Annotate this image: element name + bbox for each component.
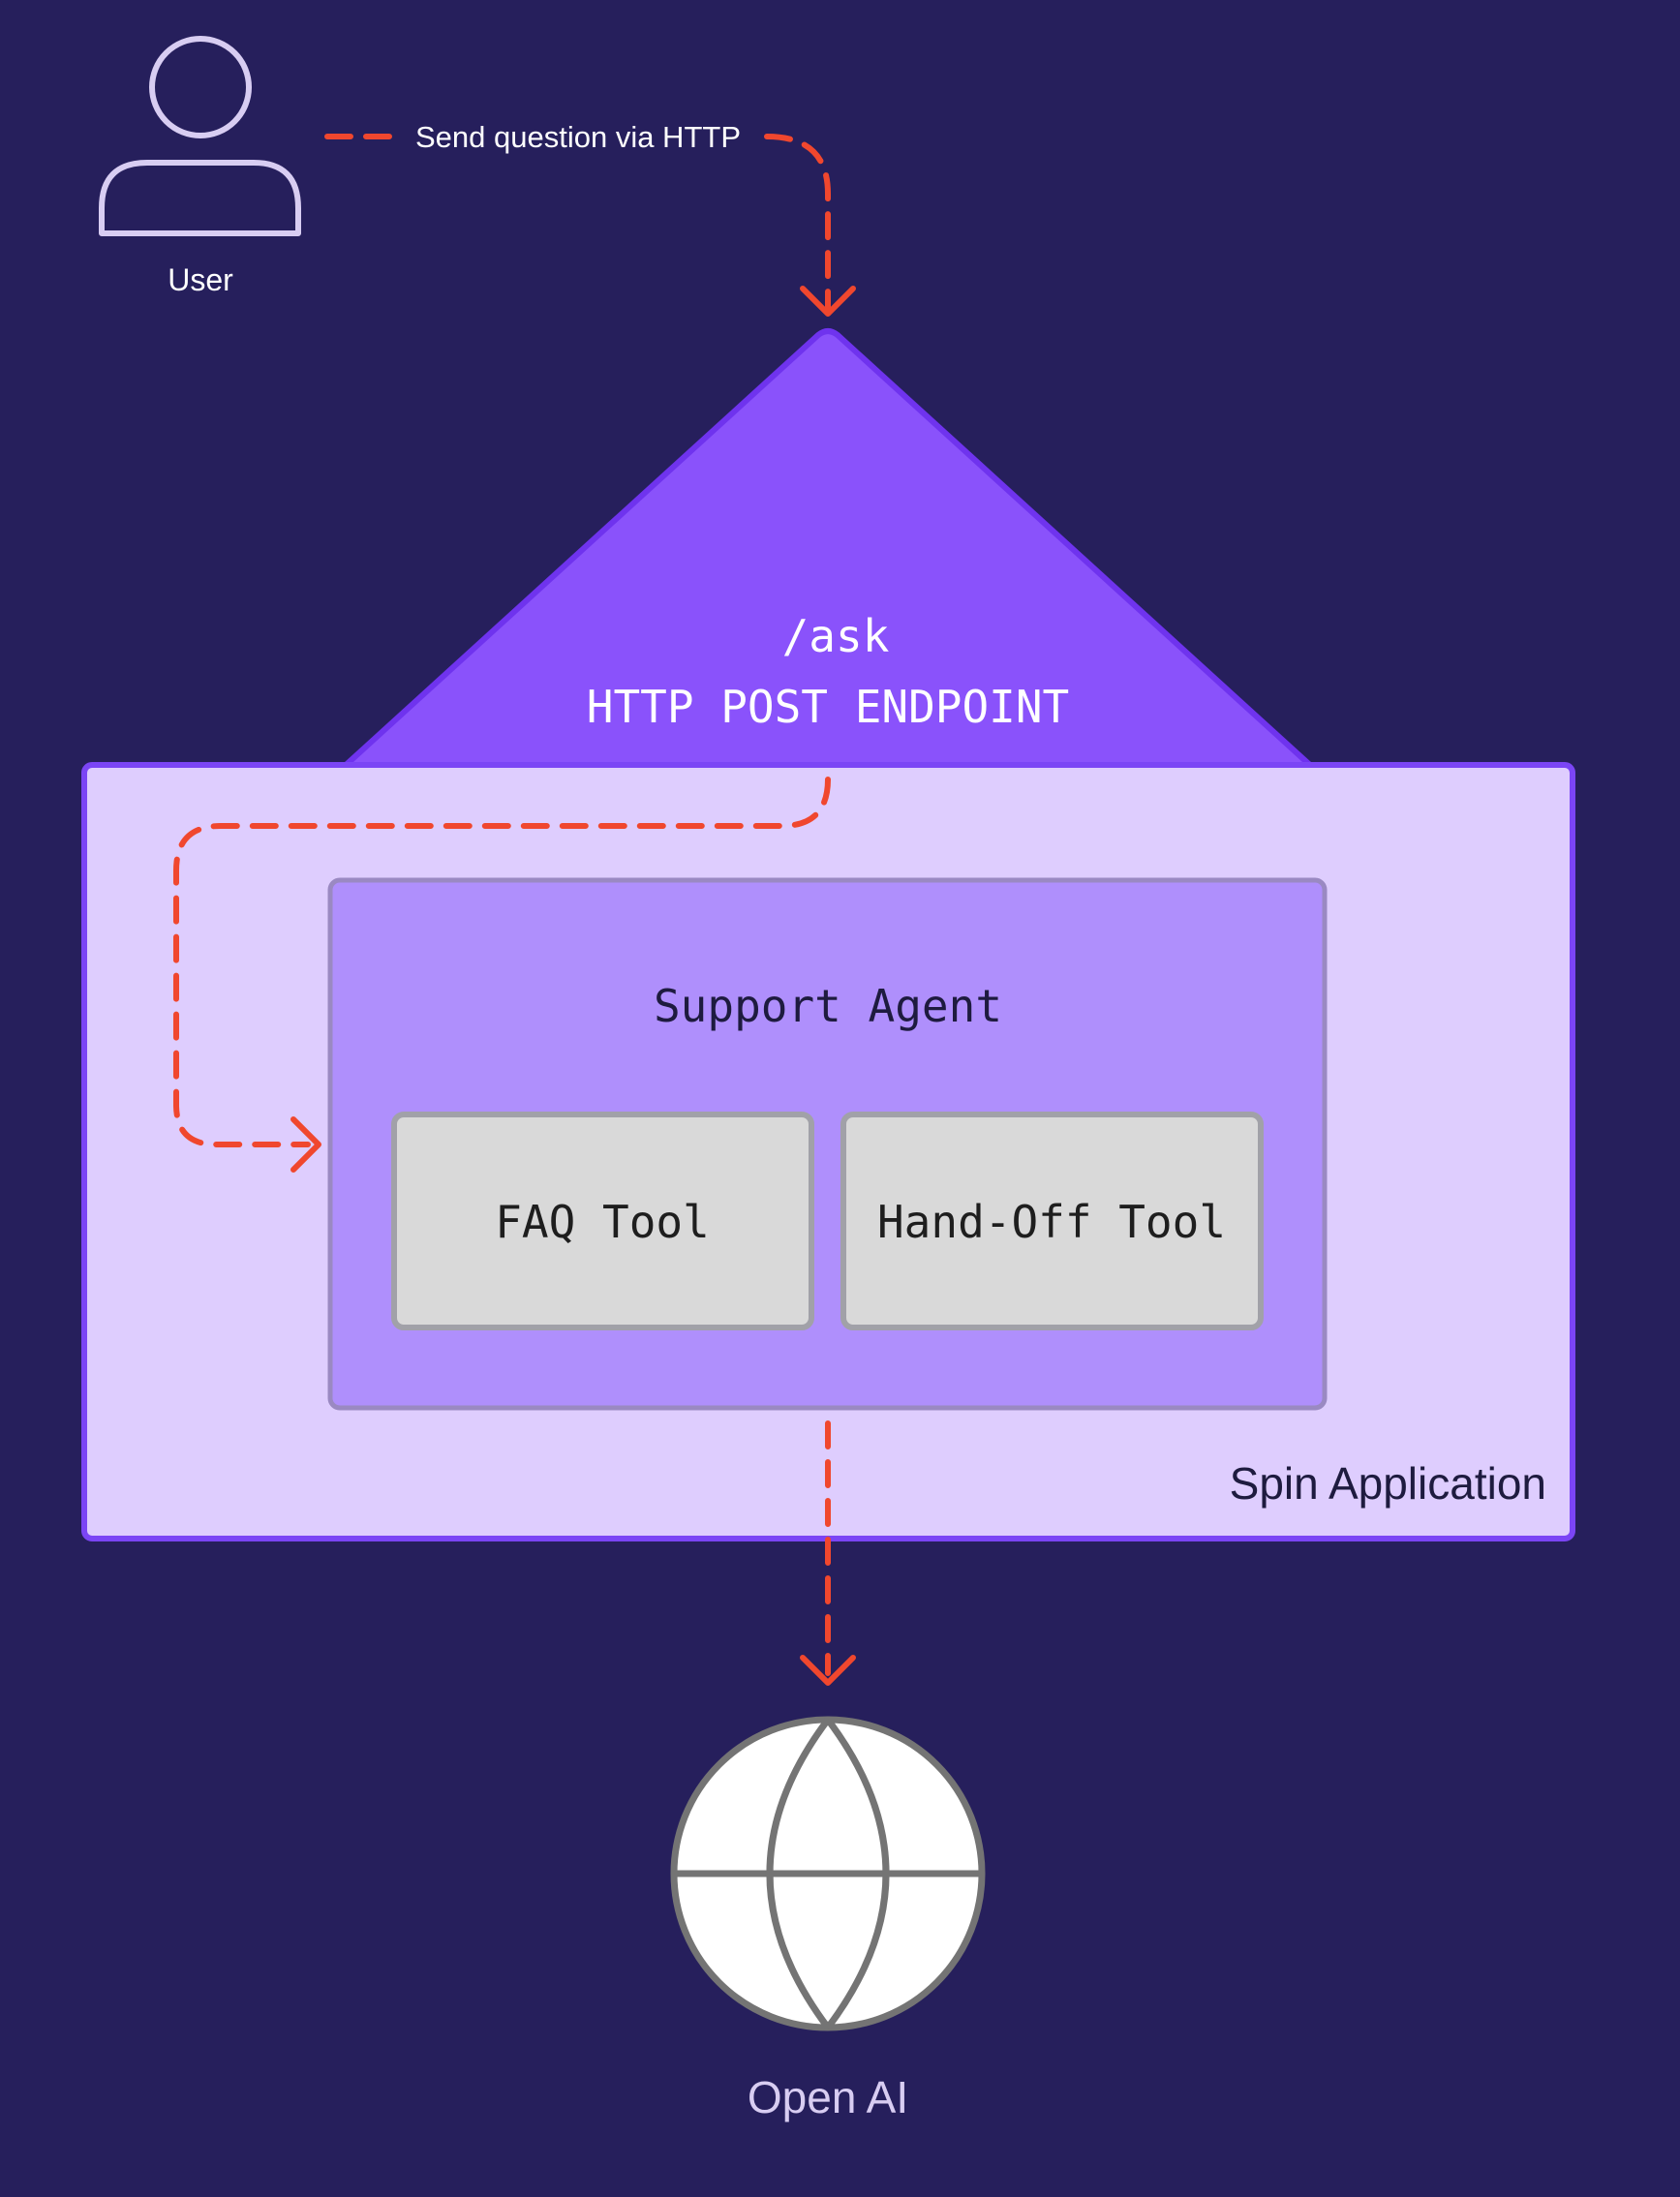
faq-tool: FAQ Tool (391, 1112, 814, 1330)
open-ai-label: Open AI (748, 2072, 908, 2122)
agent-to-openai-arrow (800, 1420, 856, 1686)
user-node: User (99, 36, 301, 297)
user-label: User (168, 262, 233, 297)
request-flow-arrow: Send question via HTTP (324, 120, 856, 317)
support-agent: Support Agent FAQ Tool Hand-Off Tool (327, 877, 1328, 1411)
faq-tool-label: FAQ Tool (495, 1196, 710, 1248)
http-endpoint: /ask HTTP POST ENDPOINT (341, 328, 1315, 770)
hand-off-tool: Hand-Off Tool (840, 1112, 1264, 1330)
endpoint-path: /ask (782, 610, 890, 662)
hand-off-tool-label: Hand-Off Tool (877, 1196, 1226, 1248)
spin-application-label: Spin Application (1230, 1458, 1546, 1509)
open-ai-node: Open AI (670, 1716, 986, 2122)
request-flow-label: Send question via HTTP (415, 120, 741, 154)
globe-icon (670, 1716, 986, 2031)
endpoint-to-agent-arrow (173, 777, 831, 1173)
person-icon (99, 36, 301, 236)
support-agent-title: Support Agent (654, 980, 1002, 1032)
endpoint-label: HTTP POST ENDPOINT (587, 681, 1070, 733)
